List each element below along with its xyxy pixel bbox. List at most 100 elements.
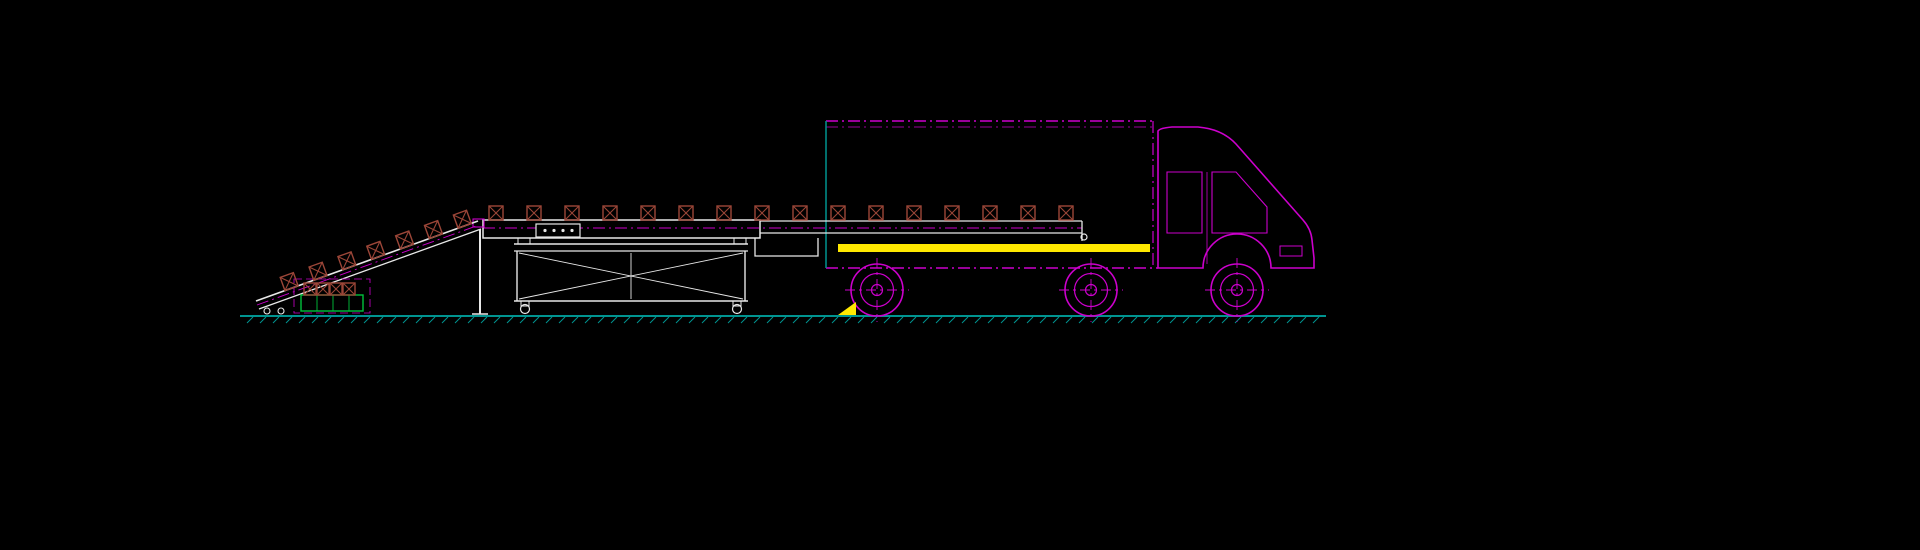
ground-hatch-tick <box>363 316 371 324</box>
ground-hatch-tick <box>1104 316 1112 324</box>
trailer-bed-stripe <box>838 244 1150 252</box>
ground-hatch-tick <box>298 316 306 324</box>
ground-hatch-tick <box>1234 316 1242 324</box>
ground-hatch-tick <box>701 316 709 324</box>
package-box <box>365 240 386 261</box>
package-box <box>452 209 473 230</box>
ground-hatch-tick <box>389 316 397 324</box>
ground-hatch-tick <box>545 316 553 324</box>
incline-foot-roller <box>263 307 271 315</box>
ground-hatch-tick <box>974 316 982 324</box>
ground-hatch-tick <box>1078 316 1086 324</box>
ground-hatch-tick <box>428 316 436 324</box>
package-box <box>906 205 922 221</box>
ground-hatch-tick <box>714 316 722 324</box>
ground-hatch-tick <box>870 316 878 324</box>
ground-hatch-tick <box>831 316 839 324</box>
ground-hatch-tick <box>818 316 826 324</box>
ground-hatch-tick <box>324 316 332 324</box>
ground-hatch-tick <box>1143 316 1151 324</box>
conveyor-packages <box>488 205 1074 221</box>
ground-hatch-tick <box>415 316 423 324</box>
ground-hatch-tick <box>636 316 644 324</box>
telescopic-conveyor <box>482 219 1088 257</box>
package-box <box>868 205 884 221</box>
drive-unit-indicator <box>561 228 565 233</box>
package-box <box>716 205 732 221</box>
ground-hatch-tick <box>1286 316 1294 324</box>
staging-platform <box>293 278 371 314</box>
support-pad-left <box>517 237 531 245</box>
ground-hatch-tick <box>623 316 631 324</box>
ground-hatch-tick <box>935 316 943 324</box>
ground-hatch-tick <box>597 316 605 324</box>
wheel-chock <box>838 302 856 315</box>
ground-hatch-tick <box>649 316 657 324</box>
conveyor-frame <box>482 219 761 239</box>
platform-reference-box <box>293 278 371 314</box>
package-box <box>602 205 618 221</box>
ground-hatch-tick <box>1130 316 1138 324</box>
ground-hatch-tick <box>1000 316 1008 324</box>
ground-hatch-tick <box>896 316 904 324</box>
ground-hatch-tick <box>272 316 280 324</box>
ground-hatch-tick <box>1247 316 1255 324</box>
ground-hatch-tick <box>987 316 995 324</box>
ground-hatch <box>246 316 1320 324</box>
truck-wheel <box>1205 258 1269 322</box>
platform-packages <box>303 282 356 296</box>
ground-hatch-tick <box>610 316 618 324</box>
truck-wheel <box>1059 258 1123 322</box>
ground-hatch-tick <box>766 316 774 324</box>
ground-hatch-tick <box>1299 316 1307 324</box>
cab-door-window <box>1211 171 1268 234</box>
ground-hatch-tick <box>1312 316 1320 324</box>
ground-hatch-tick <box>779 316 787 324</box>
package-box <box>1020 205 1036 221</box>
incline-foot-roller <box>277 307 285 315</box>
conveyor-drive-unit <box>535 223 581 238</box>
ground-hatch-tick <box>467 316 475 324</box>
ground-hatch-tick <box>1117 316 1125 324</box>
ground-hatch-tick <box>1273 316 1281 324</box>
ground-hatch-tick <box>948 316 956 324</box>
boom-end-pulley <box>1080 233 1088 241</box>
support-post <box>472 218 488 315</box>
package-box <box>564 205 580 221</box>
ground-hatch-tick <box>1091 316 1099 324</box>
package-box <box>337 250 357 271</box>
ground-hatch-tick <box>480 316 488 324</box>
truck-wheel <box>845 258 909 322</box>
ground-hatch-tick <box>259 316 267 324</box>
incline-conveyor <box>255 220 482 315</box>
package-box <box>754 205 770 221</box>
ground-hatch-tick <box>857 316 865 324</box>
ground-hatch-tick <box>844 316 852 324</box>
package-box <box>792 205 808 221</box>
ground-hatch-tick <box>1182 316 1190 324</box>
package-box <box>308 261 328 282</box>
caster-fork <box>732 300 742 307</box>
package-box <box>526 205 542 221</box>
ground-hatch-tick <box>1013 316 1021 324</box>
drive-unit-housing <box>535 223 581 238</box>
package-box <box>342 282 356 296</box>
ground-hatch-tick <box>558 316 566 324</box>
drive-unit-indicator <box>543 228 547 233</box>
ground-hatch-tick <box>1039 316 1047 324</box>
ground-hatch-tick <box>1221 316 1229 324</box>
ground-hatch-tick <box>792 316 800 324</box>
support-truss <box>514 243 748 315</box>
ground-hatch-tick <box>1208 316 1216 324</box>
truck-wheels <box>845 258 1269 322</box>
package-box <box>316 282 330 296</box>
ground-hatch-tick <box>1156 316 1164 324</box>
ground-hatch-tick <box>753 316 761 324</box>
package-box <box>1058 205 1074 221</box>
ground-hatch-tick <box>922 316 930 324</box>
package-box <box>329 282 343 296</box>
support-pad-right <box>733 237 747 245</box>
drive-unit-indicator <box>570 228 574 233</box>
